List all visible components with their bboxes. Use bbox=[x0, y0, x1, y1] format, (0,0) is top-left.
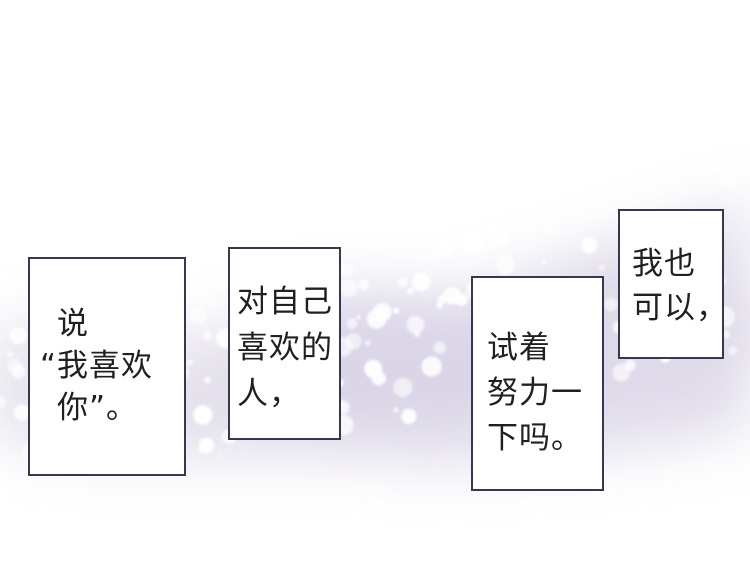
bokeh-dot bbox=[216, 286, 223, 293]
bokeh-dot bbox=[546, 227, 553, 234]
bokeh-dot bbox=[436, 303, 443, 309]
bokeh-dot bbox=[0, 487, 11, 503]
bokeh-dot bbox=[358, 279, 370, 291]
bokeh-dot bbox=[366, 241, 375, 251]
bokeh-dot bbox=[339, 279, 358, 297]
bokeh-dot bbox=[728, 345, 738, 355]
bokeh-dot bbox=[421, 356, 442, 377]
bokeh-dot bbox=[719, 170, 739, 190]
bokeh-dot bbox=[397, 277, 408, 288]
speech-line: 试着 bbox=[487, 330, 551, 366]
bokeh-dot bbox=[218, 453, 223, 458]
bokeh-dot bbox=[189, 306, 207, 325]
bokeh-dot bbox=[202, 330, 213, 341]
speech-line: 可以， bbox=[632, 290, 728, 326]
bokeh-dot bbox=[464, 232, 485, 254]
bokeh-dot bbox=[393, 377, 413, 397]
bokeh-dot bbox=[486, 232, 503, 249]
bokeh-dot bbox=[0, 396, 7, 409]
bokeh-dot bbox=[345, 333, 362, 350]
bokeh-dot bbox=[393, 307, 400, 314]
bokeh-dot bbox=[731, 161, 738, 168]
bokeh-dot bbox=[541, 259, 546, 265]
bokeh-dot bbox=[373, 302, 392, 322]
speech-line: 我也 bbox=[632, 246, 696, 282]
bokeh-dot bbox=[433, 341, 447, 354]
bokeh-dot bbox=[364, 340, 371, 346]
speech-line: 喜欢的 bbox=[237, 330, 333, 366]
bokeh-dot bbox=[204, 376, 211, 383]
speech-line: 说 bbox=[57, 306, 89, 342]
bokeh-dot bbox=[589, 213, 597, 221]
bokeh-dot bbox=[438, 239, 455, 256]
bokeh-dot bbox=[7, 351, 14, 358]
bokeh-dot bbox=[198, 437, 215, 454]
bokeh-dot bbox=[411, 226, 421, 237]
bokeh-dot bbox=[406, 315, 425, 334]
bokeh-dot bbox=[488, 211, 493, 216]
bokeh-dot bbox=[498, 206, 506, 214]
bokeh-dot bbox=[356, 315, 361, 320]
bokeh-dot bbox=[486, 219, 500, 233]
bokeh-dot bbox=[13, 404, 31, 422]
speech-line: 你”。 bbox=[57, 390, 139, 426]
bokeh-dot bbox=[496, 255, 515, 275]
bokeh-dot bbox=[707, 163, 718, 173]
bokeh-dot bbox=[525, 203, 532, 211]
bokeh-dot bbox=[371, 371, 386, 386]
bokeh-dot bbox=[346, 318, 358, 329]
speech-line: “我喜欢 bbox=[40, 348, 154, 384]
bokeh-dot bbox=[9, 327, 27, 345]
bokeh-dot bbox=[193, 405, 213, 425]
bokeh-dot bbox=[604, 297, 618, 312]
bokeh-dot bbox=[11, 364, 26, 379]
speech-box-3: 试着 努力一 下吗。 bbox=[471, 276, 604, 491]
speech-line: 努力一 bbox=[487, 375, 583, 411]
bokeh-dot bbox=[411, 272, 431, 292]
speech-box-2: 对自己 喜欢的 人， bbox=[228, 247, 341, 440]
speech-line: 对自己 bbox=[237, 284, 333, 320]
bokeh-dot bbox=[455, 293, 468, 306]
bokeh-dot bbox=[187, 359, 193, 365]
bokeh-dot bbox=[454, 288, 461, 295]
speech-box-4: 我也 可以， bbox=[618, 209, 727, 359]
bokeh-dot bbox=[393, 407, 399, 413]
speech-line: 下吗。 bbox=[487, 420, 583, 456]
speech-box-1: 说 “我喜欢 你”。 bbox=[28, 257, 186, 476]
bokeh-dot bbox=[401, 408, 417, 424]
bokeh-dot bbox=[624, 359, 636, 371]
bokeh-dot bbox=[599, 265, 605, 271]
bokeh-dot bbox=[581, 237, 598, 254]
speech-line: 人， bbox=[237, 376, 301, 412]
bokeh-dot bbox=[406, 287, 414, 295]
bokeh-dot bbox=[722, 330, 731, 339]
bokeh-dot bbox=[340, 264, 354, 277]
